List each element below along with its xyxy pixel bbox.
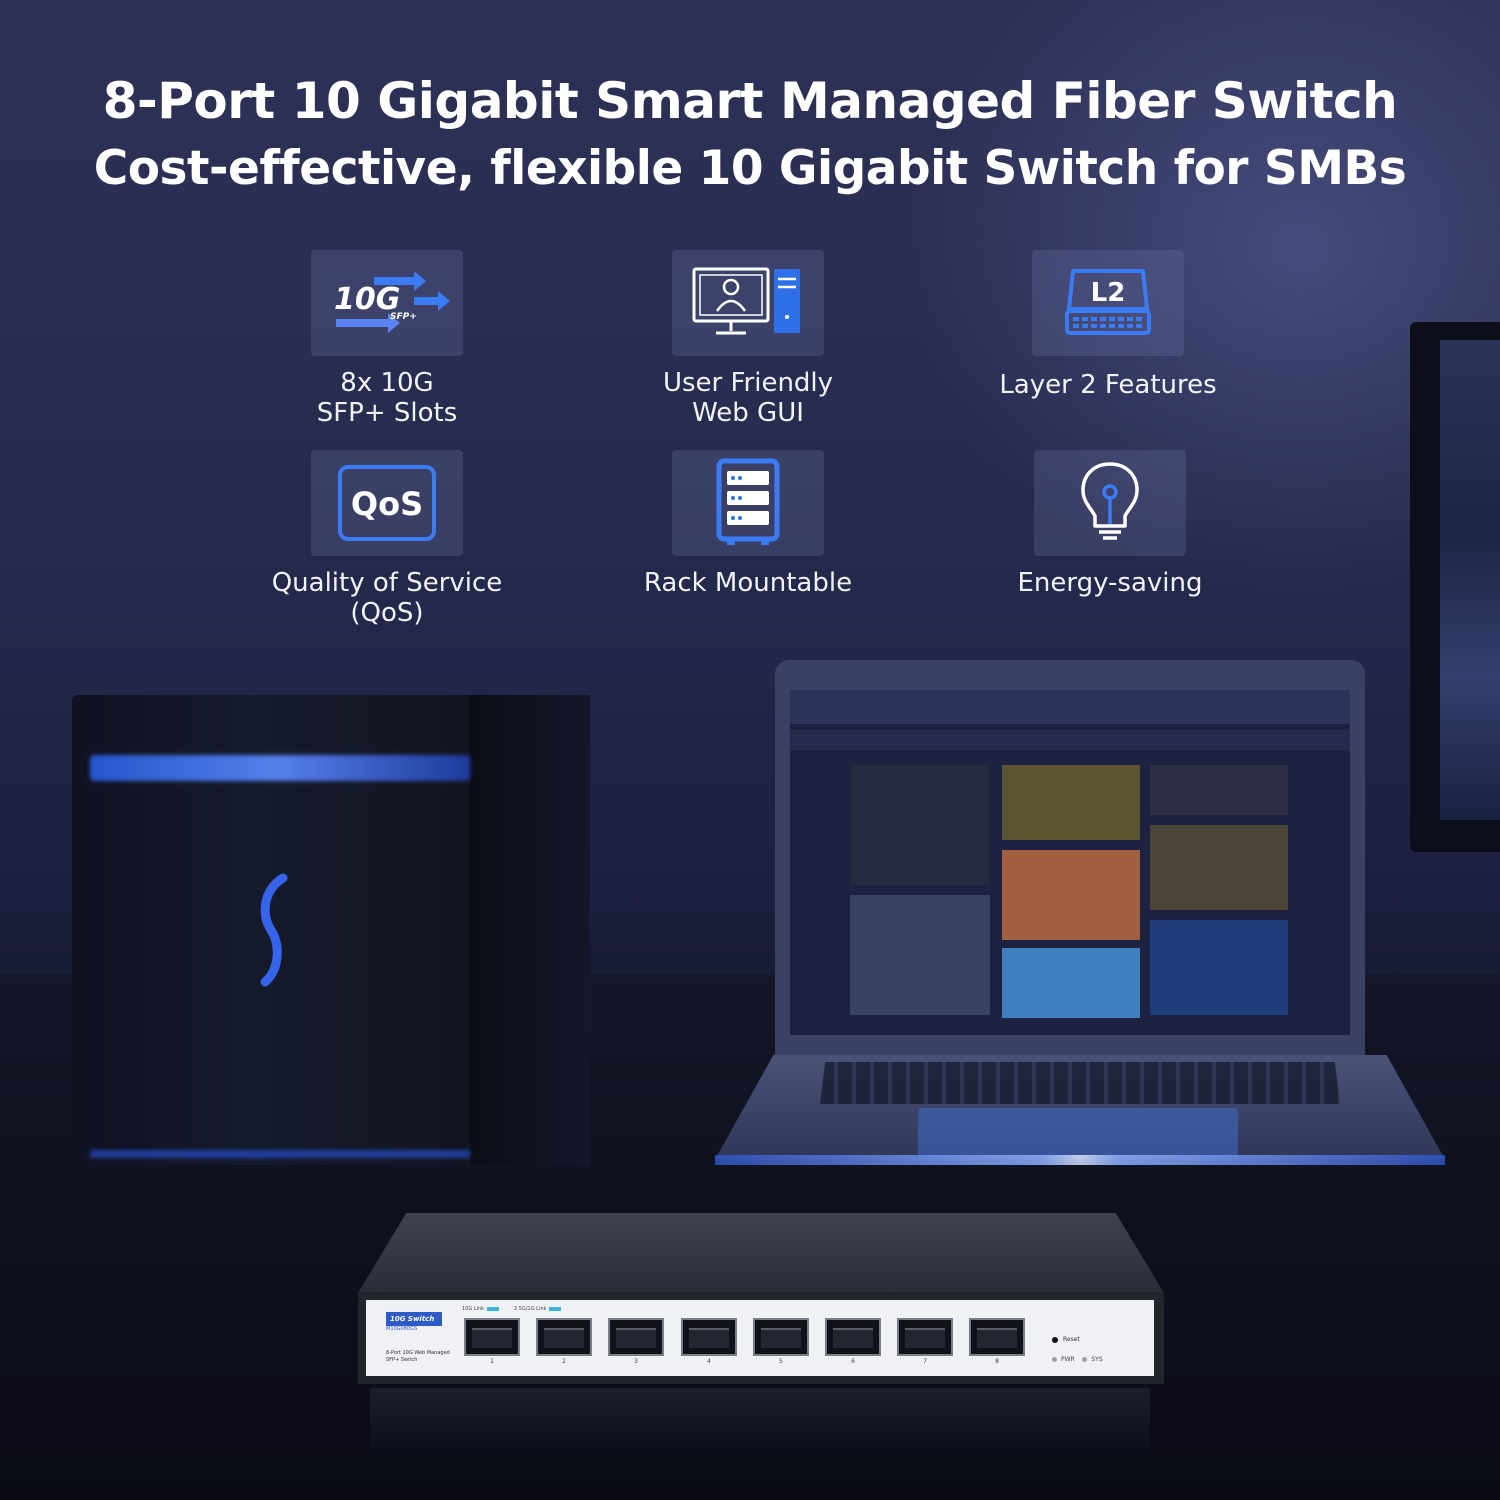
rack-icon	[716, 458, 780, 545]
headline: 8-Port 10 Gigabit Smart Managed Fiber Sw…	[0, 68, 1500, 202]
sfp-port[interactable]	[825, 1318, 881, 1356]
screen-tile	[1150, 765, 1288, 815]
feature-icon-tile	[672, 450, 824, 556]
feature-web-gui: User Friendly Web GUI	[598, 250, 898, 428]
switch-top-cover	[358, 1213, 1164, 1293]
port-number: 4	[707, 1358, 711, 1365]
wall-glow	[900, 0, 1500, 600]
screen-tile	[1150, 825, 1288, 910]
egpu-light-strip	[90, 755, 470, 781]
background-monitor-screen	[1440, 340, 1500, 820]
screen-tile	[1002, 948, 1140, 1018]
port-number: 8	[995, 1358, 999, 1365]
feature-icon-tile	[672, 250, 824, 356]
page-title: 8-Port 10 Gigabit Smart Managed Fiber Sw…	[102, 72, 1398, 130]
10g-icon-text: 10G	[334, 282, 400, 317]
reset-button[interactable]: Reset	[1052, 1336, 1080, 1343]
qos-icon: QoS	[338, 465, 436, 541]
feature-rack: Rack Mountable	[598, 450, 898, 598]
port-number: 3	[634, 1358, 638, 1365]
switch-panel: 10G Switch M10G080GS 8-Port 10G Web Mana…	[366, 1300, 1154, 1376]
feature-label: Rack Mountable	[643, 568, 853, 598]
laptop-keyboard	[820, 1062, 1340, 1104]
feature-label: Quality of Service (QoS)	[271, 568, 503, 628]
led-legend-10g: 10G Link	[462, 1306, 500, 1312]
feature-icon-tile	[1034, 450, 1186, 556]
feature-energy: Energy-saving	[960, 450, 1260, 598]
screen-tile	[1002, 765, 1140, 840]
laptop-screen	[790, 690, 1350, 1035]
switch-model: M10G080GS	[386, 1326, 418, 1332]
port-number: 1	[490, 1358, 494, 1365]
screen-tile	[1150, 920, 1288, 1015]
led-legend-25g: 2.5G/1G Link	[514, 1306, 562, 1312]
browser-nav	[790, 730, 1350, 750]
egpu-enclosure-side	[470, 695, 590, 1165]
feature-icon-tile: L2	[1032, 250, 1184, 356]
feature-label: Energy-saving	[1017, 568, 1203, 598]
led-legend-10g-label: 10G Link	[462, 1306, 485, 1312]
sfp-port[interactable]	[897, 1318, 953, 1356]
switch-reflection	[370, 1388, 1150, 1458]
screen-tile	[850, 765, 990, 885]
sfp-port[interactable]	[464, 1318, 520, 1356]
led-legend-25g-label: 2.5G/1G Link	[514, 1306, 547, 1312]
port-number: 6	[851, 1358, 855, 1365]
laptop-trackpad	[918, 1108, 1238, 1156]
browser-toolbar	[790, 690, 1350, 724]
sys-led-label: SYS	[1082, 1356, 1102, 1363]
sfp-port[interactable]	[681, 1318, 737, 1356]
egpu-logo-icon	[260, 873, 288, 987]
feature-label: Layer 2 Features	[999, 370, 1217, 400]
l2-switch-icon: L2	[1065, 269, 1151, 335]
page-subtitle: Cost-effective, flexible 10 Gigabit Swit…	[93, 141, 1407, 196]
switch-brand-label: 10G Switch	[386, 1312, 442, 1326]
egpu-bottom-light	[90, 1150, 470, 1158]
port-number: 7	[923, 1358, 927, 1365]
sfp-port[interactable]	[753, 1318, 809, 1356]
sfp-port[interactable]	[969, 1318, 1025, 1356]
feature-sfp-slots: 10G SFP+ 8x 10G SFP+ Slots	[237, 250, 537, 428]
lightbulb-icon	[1081, 462, 1139, 540]
screen-tile	[1002, 850, 1140, 940]
web-gui-icon	[692, 267, 800, 335]
port-number: 5	[779, 1358, 783, 1365]
feature-layer2: L2 Layer 2 Features	[958, 250, 1258, 400]
pwr-led-label: PWR	[1052, 1356, 1075, 1363]
sfp-port[interactable]	[608, 1318, 664, 1356]
port-number: 2	[562, 1358, 566, 1365]
sfp-port[interactable]	[536, 1318, 592, 1356]
qos-icon-text: QoS	[351, 485, 423, 523]
switch-front: 10G Switch M10G080GS 8-Port 10G Web Mana…	[358, 1292, 1164, 1384]
switch-description: 8-Port 10G Web Managed SFP+ Switch	[386, 1350, 450, 1363]
feature-icon-tile: QoS	[311, 450, 463, 556]
feature-label: User Friendly Web GUI	[662, 368, 834, 428]
sfp-icon-text: SFP+	[390, 312, 417, 322]
feature-qos: QoS Quality of Service (QoS)	[237, 450, 537, 628]
l2-icon-text: L2	[1091, 278, 1126, 308]
feature-icon-tile: 10G SFP+	[311, 250, 463, 356]
10g-sfp-icon: 10G SFP+	[334, 271, 450, 333]
status-leds: PWR SYS	[1052, 1356, 1103, 1363]
laptop-edge-light	[715, 1155, 1445, 1165]
feature-label: 8x 10G SFP+ Slots	[316, 368, 458, 428]
screen-tile	[850, 895, 990, 1015]
